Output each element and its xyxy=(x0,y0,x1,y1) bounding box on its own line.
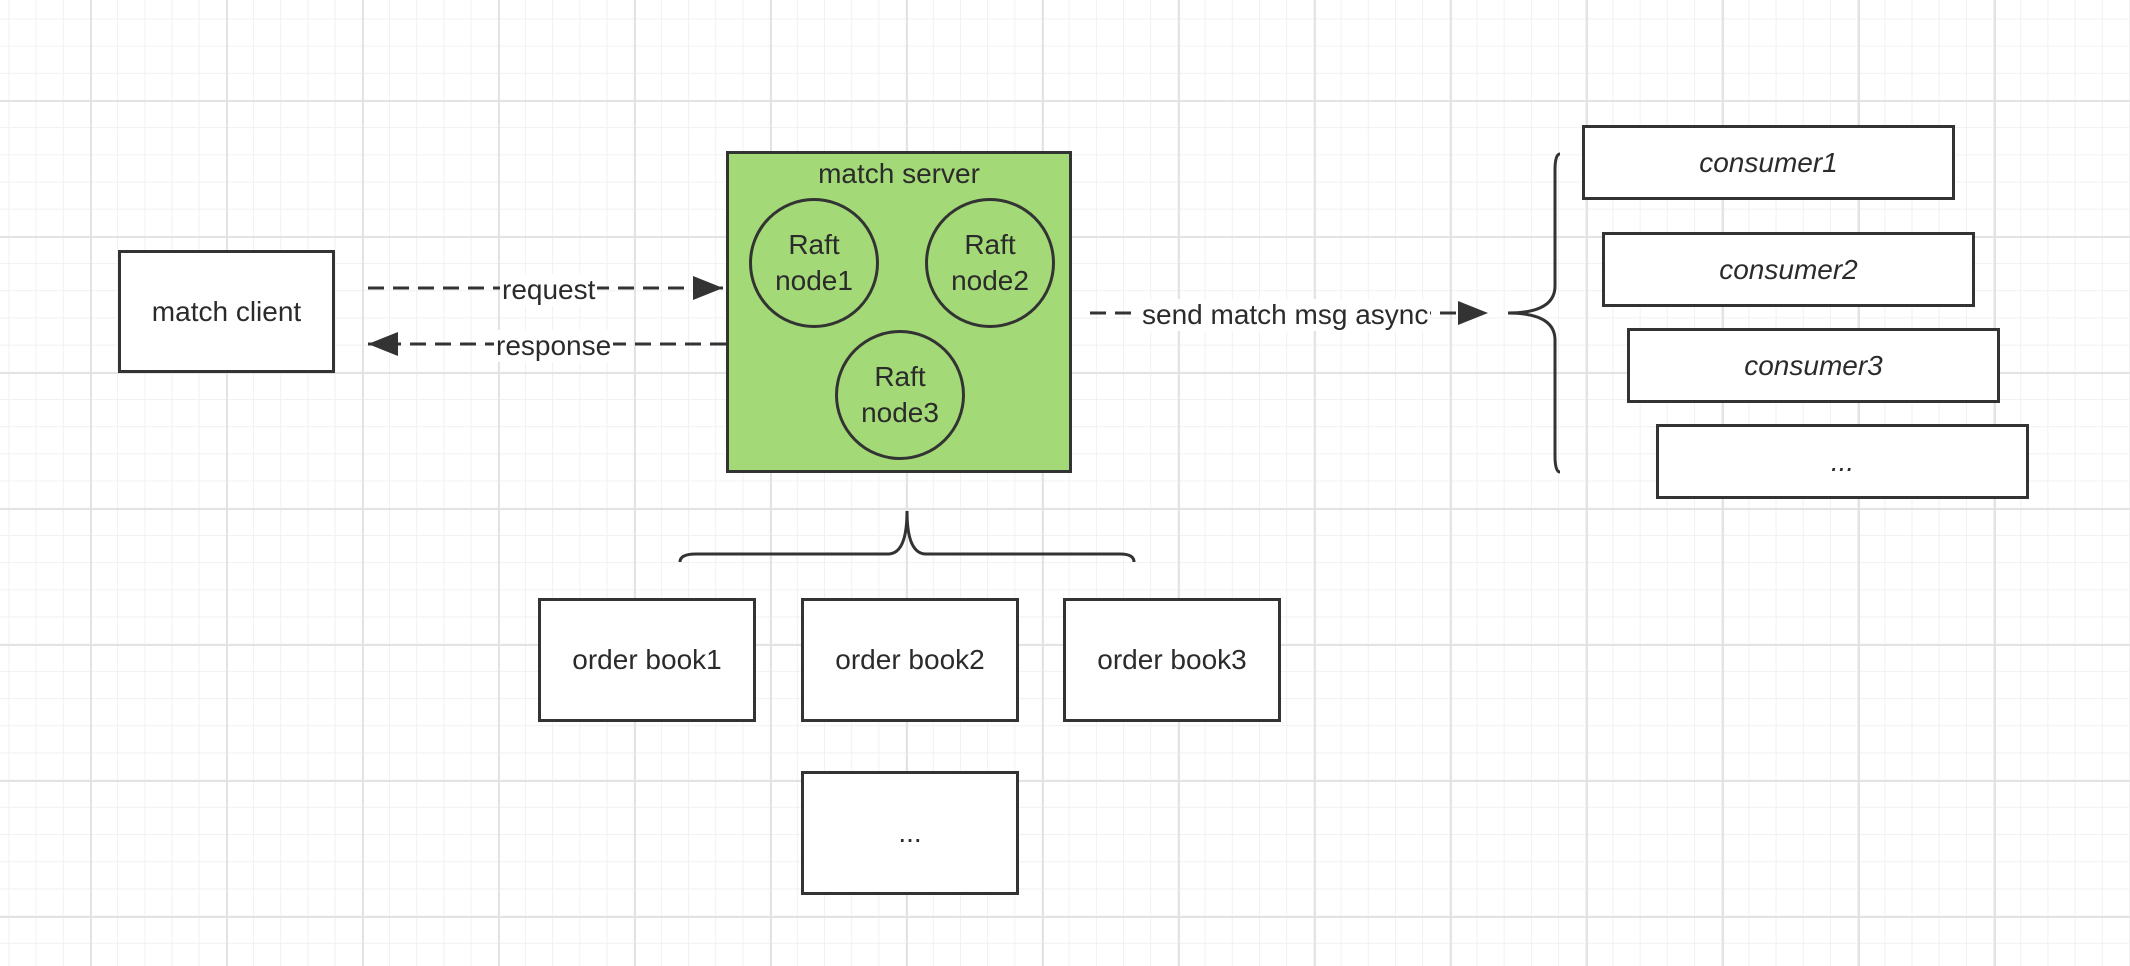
consumer1-box[interactable]: consumer1 xyxy=(1582,125,1955,200)
raft-node1[interactable]: Raft node1 xyxy=(749,198,879,328)
raft-node2[interactable]: Raft node2 xyxy=(925,198,1055,328)
order-books-brace xyxy=(678,510,1136,563)
order-book2-label: order book2 xyxy=(835,644,985,675)
order-book-more-box[interactable]: ... xyxy=(801,771,1019,895)
order-book-more-label: ... xyxy=(898,817,922,848)
order-book1-label: order book1 xyxy=(572,644,722,675)
raft-node3[interactable]: Raft node3 xyxy=(835,330,965,460)
match-client-label: match client xyxy=(151,295,302,327)
consumer1-label: consumer1 xyxy=(1699,146,1838,178)
order-book3-box[interactable]: order book3 xyxy=(1063,598,1281,722)
consumer3-label: consumer3 xyxy=(1744,349,1883,381)
match-client-box[interactable]: match client xyxy=(118,250,335,373)
consumer2-label: consumer2 xyxy=(1719,253,1858,285)
consumers-brace xyxy=(1507,152,1561,474)
match-server-box[interactable]: match server Raft node1 Raft node2 Raft … xyxy=(726,151,1072,473)
consumer-more-box[interactable]: ... xyxy=(1656,424,2029,499)
order-book1-box[interactable]: order book1 xyxy=(538,598,756,722)
consumer-more-label: ... xyxy=(1830,445,1855,477)
consumer3-box[interactable]: consumer3 xyxy=(1627,328,2000,403)
response-label: response xyxy=(494,330,614,362)
consumer2-box[interactable]: consumer2 xyxy=(1602,232,1975,307)
order-book2-box[interactable]: order book2 xyxy=(801,598,1019,722)
async-label: send match msg async xyxy=(1140,299,1431,331)
request-label: request xyxy=(500,274,598,306)
order-book3-label: order book3 xyxy=(1097,644,1247,675)
match-server-title: match server xyxy=(818,158,980,189)
